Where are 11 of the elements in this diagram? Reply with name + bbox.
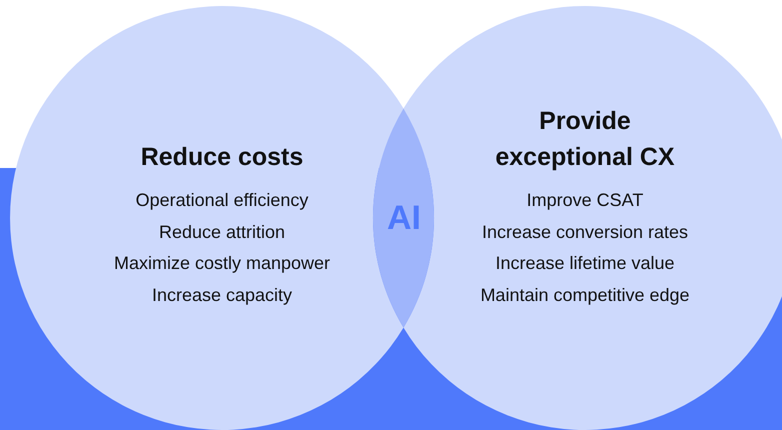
list-item: Maximize costly manpower bbox=[114, 252, 330, 274]
list-item: Improve CSAT bbox=[526, 189, 644, 211]
list-item: Increase conversion rates bbox=[482, 220, 688, 242]
list-item: Increase capacity bbox=[152, 284, 292, 306]
list-item: Reduce attrition bbox=[158, 220, 286, 242]
circle-heading: Provide exceptional CX bbox=[494, 106, 676, 173]
list-item: Increase lifetime value bbox=[495, 252, 675, 274]
list-item: Operational efficiency bbox=[136, 189, 308, 211]
circle-heading: Reduce costs bbox=[140, 142, 304, 173]
list-item: Maintain competitive edge bbox=[480, 284, 690, 306]
overlap-label: AI bbox=[387, 198, 421, 238]
